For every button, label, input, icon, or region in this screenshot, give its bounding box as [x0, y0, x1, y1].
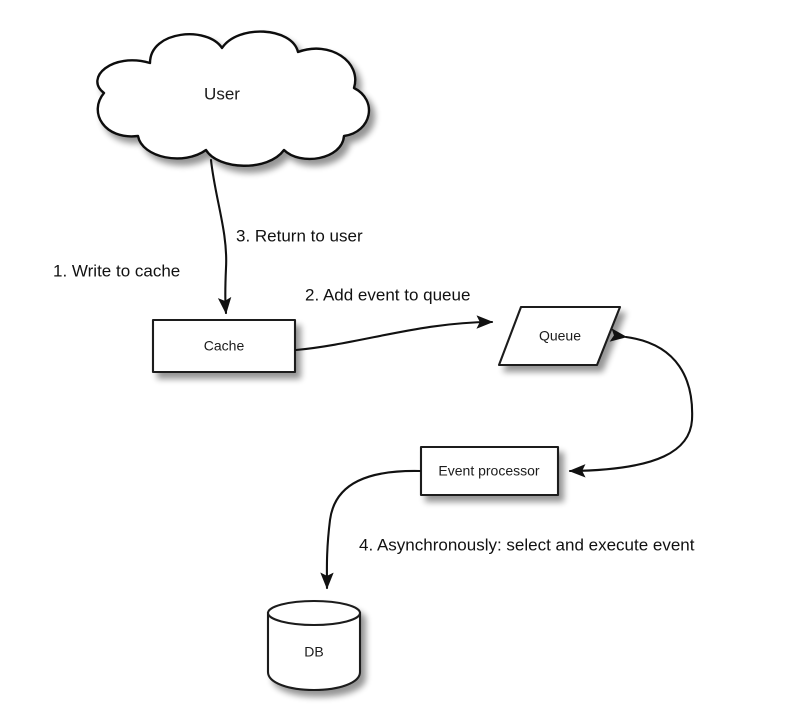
step-label-4: 4. Asynchronously: select and execute ev… — [359, 535, 695, 554]
node-event-processor[interactable]: Event processor — [419, 445, 560, 497]
db-cylinder-top — [266, 599, 362, 627]
edge-queue-event-processor — [568, 328, 694, 478]
node-user-label: User — [204, 84, 240, 103]
node-user[interactable]: User — [96, 30, 371, 167]
edge-cache-to-queue — [294, 315, 494, 352]
step-label-3: 3. Return to user — [236, 226, 363, 245]
edge-event-processor-to-db — [320, 469, 422, 590]
node-queue[interactable]: Queue — [497, 305, 622, 367]
node-db-label: DB — [304, 644, 323, 660]
cloud-shape — [96, 30, 371, 167]
db-cylinder-body — [266, 611, 362, 692]
node-cache-label: Cache — [204, 338, 245, 354]
node-cache[interactable]: Cache — [151, 318, 297, 374]
step-label-1: 1. Write to cache — [53, 261, 180, 280]
node-event-processor-label: Event processor — [438, 463, 539, 479]
cache-rect — [151, 318, 297, 374]
step-label-2: 2. Add event to queue — [305, 285, 470, 304]
edge-user-to-cache — [209, 158, 232, 315]
node-queue-label: Queue — [539, 328, 581, 344]
node-db[interactable]: DB — [266, 599, 362, 692]
